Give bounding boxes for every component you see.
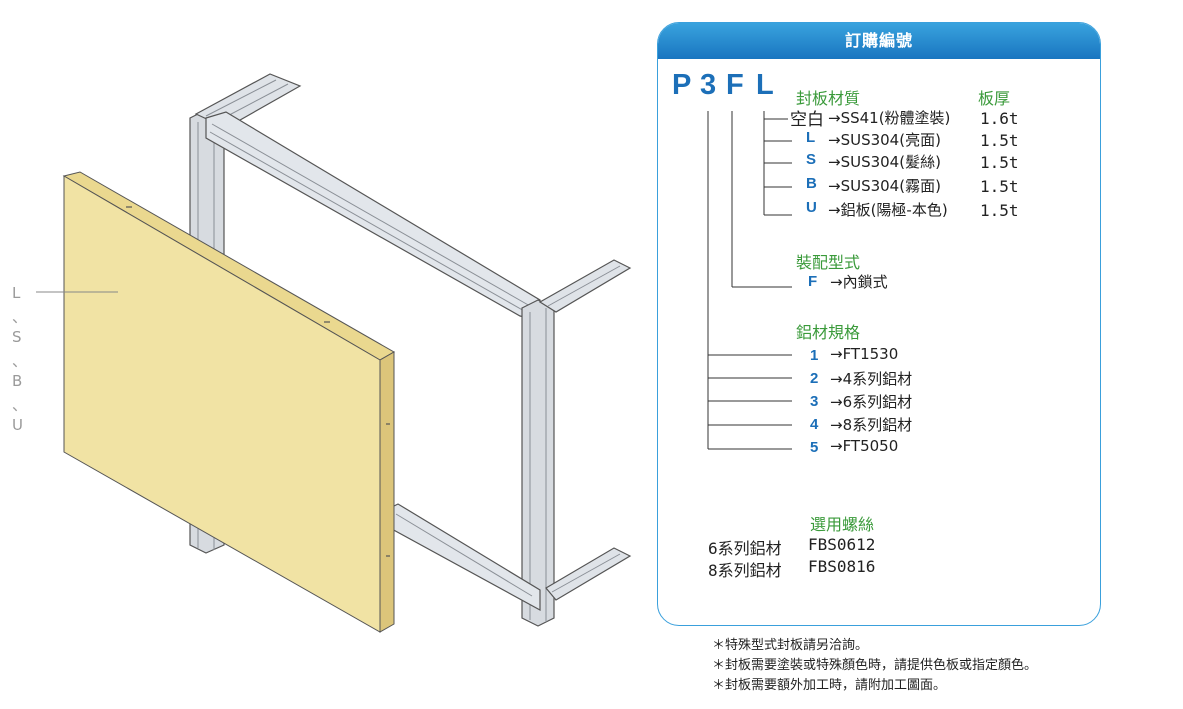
profile-option-desc: →FT1530 xyxy=(830,345,899,363)
note-line: ＊特殊型式封板請另洽詢。 xyxy=(712,638,869,653)
code-letter-f: F xyxy=(726,69,744,101)
panel-option-code: U xyxy=(806,199,817,216)
section-screws: 選用螺絲 xyxy=(810,515,875,534)
profile-option-desc: →6系列鋁材 xyxy=(830,393,913,411)
panel-label-item: B xyxy=(12,372,23,390)
note-line: ＊封板需要塗裝或特殊顏色時，請提供色板或指定顏色。 xyxy=(712,658,1038,673)
order-header: 訂購編號 xyxy=(658,23,1100,59)
screw-option-series: 6系列鋁材 xyxy=(708,539,782,558)
panel-option-thickness: 1.5t xyxy=(980,131,1019,150)
screw-option-part: FBS0612 xyxy=(808,535,876,554)
profile-option-desc: →4系列鋁材 xyxy=(830,370,913,388)
section-thickness: 板厚 xyxy=(978,89,1011,108)
profile-option-code: 3 xyxy=(810,393,819,410)
panel-option-desc: →SUS304(亮面) xyxy=(828,131,941,149)
panel-option-code: L xyxy=(806,129,816,146)
code-connector-lines xyxy=(707,111,792,450)
section-panel-material: 封板材質 xyxy=(796,89,861,108)
frame-panel-illustration xyxy=(36,73,632,633)
assembly-option-code: F xyxy=(808,273,818,290)
code-letter-3: 3 xyxy=(700,69,717,101)
screw-option-series: 8系列鋁材 xyxy=(708,561,782,580)
panel-option-code: 空白 xyxy=(790,110,824,130)
panel-option-thickness: 1.5t xyxy=(980,177,1019,196)
profile-option-code: 1 xyxy=(810,347,819,364)
panel-option-desc: →SUS304(霧面) xyxy=(828,177,941,195)
panel-label-item: 、 xyxy=(12,396,28,414)
code-letter-l: L xyxy=(756,69,774,101)
panel-label-item: 、 xyxy=(12,308,28,326)
panel-option-code: S xyxy=(806,151,817,168)
code-letter-p: P xyxy=(672,69,692,101)
assembly-option-desc: →內鎖式 xyxy=(830,273,888,291)
profile-option-code: 5 xyxy=(810,439,819,456)
section-assembly: 裝配型式 xyxy=(796,253,861,272)
panel-option-thickness: 1.5t xyxy=(980,201,1019,220)
profile-option-desc: →FT5050 xyxy=(830,437,899,455)
screw-option-part: FBS0816 xyxy=(808,557,876,576)
profile-option-code: 2 xyxy=(810,370,819,387)
panel-option-thickness: 1.5t xyxy=(980,153,1019,172)
panel-option-desc: →SUS304(髮絲) xyxy=(828,153,941,171)
note-line: ＊封板需要額外加工時，請附加工圖面。 xyxy=(712,678,947,693)
panel-option-code: B xyxy=(806,175,817,192)
panel-label-item: 、 xyxy=(12,352,28,370)
aluminum-frame xyxy=(189,73,632,627)
sheet-panel xyxy=(36,171,396,633)
panel-label-item: L xyxy=(12,284,21,302)
profile-option-code: 4 xyxy=(810,416,819,433)
panel-label-item: U xyxy=(12,416,23,434)
panel-option-desc: →SS41(粉體塗裝) xyxy=(828,109,951,127)
panel-label-item: S xyxy=(12,328,22,346)
panel-option-desc: →鋁板(陽極-本色) xyxy=(828,201,948,219)
profile-option-desc: →8系列鋁材 xyxy=(830,416,913,434)
panel-option-thickness: 1.6t xyxy=(980,109,1019,128)
section-profile: 鋁材規格 xyxy=(796,323,861,342)
